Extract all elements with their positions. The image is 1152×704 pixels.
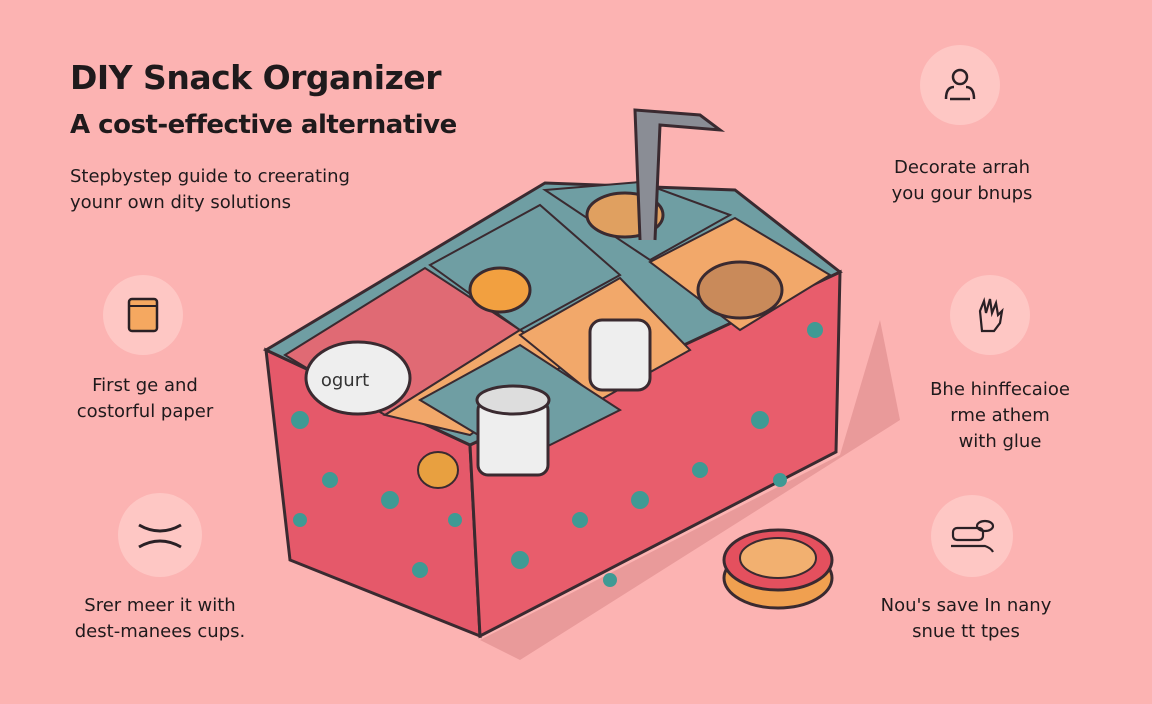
paper-bag-icon (103, 275, 183, 355)
step-line: snue tt tpes (912, 621, 1020, 642)
cookie (696, 260, 784, 320)
step-line: First ge and (92, 375, 198, 396)
hand-glue-icon (950, 275, 1030, 355)
step-line: dest-manees cups. (74, 621, 246, 642)
intro-text: Stepbystep guide to creerating younr own… (70, 164, 350, 216)
cup-label: ogurt (321, 370, 369, 391)
person-decorate-icon (920, 45, 1000, 125)
step-paper: First ge and costorful paper (77, 373, 214, 425)
curved-lines-icon (118, 493, 202, 577)
step-cups: Srer meer it with dest-manees cups. (75, 593, 245, 645)
floral-pattern (291, 322, 823, 587)
intro-line: Stepbystep guide to creerating (70, 166, 350, 187)
peanut-butter-jar (588, 318, 652, 392)
yogurt-cup (304, 340, 412, 416)
step-glue: Bhe hinffecaioe rme athem with glue (930, 377, 1070, 455)
step-line: you gour bnups (891, 183, 1033, 204)
step-line: rme athem (950, 405, 1050, 426)
step-decorate: Decorate arrah you gour bnups (892, 155, 1033, 207)
jar-lid (475, 384, 551, 416)
page-subtitle: A cost-effective alternative (70, 110, 457, 140)
step-save: Nou's save In nany snue tt tpes (881, 593, 1052, 645)
step-line: Nou's save In nany (880, 595, 1052, 616)
biscuit-center (739, 537, 817, 579)
intro-line: younr own dity solutions (70, 192, 291, 213)
step-line: with glue (958, 431, 1042, 452)
stapler-icon (931, 495, 1013, 577)
snack (417, 451, 459, 489)
fruit (468, 266, 532, 314)
tongs (633, 108, 726, 241)
step-line: Bhe hinffecaioe (930, 379, 1070, 400)
step-line: Srer meer it with (84, 595, 236, 616)
box-shadow (480, 320, 900, 660)
step-line: Decorate arrah (893, 157, 1031, 178)
page-title: DIY Snack Organizer (70, 58, 441, 97)
step-line: costorful paper (76, 401, 214, 422)
